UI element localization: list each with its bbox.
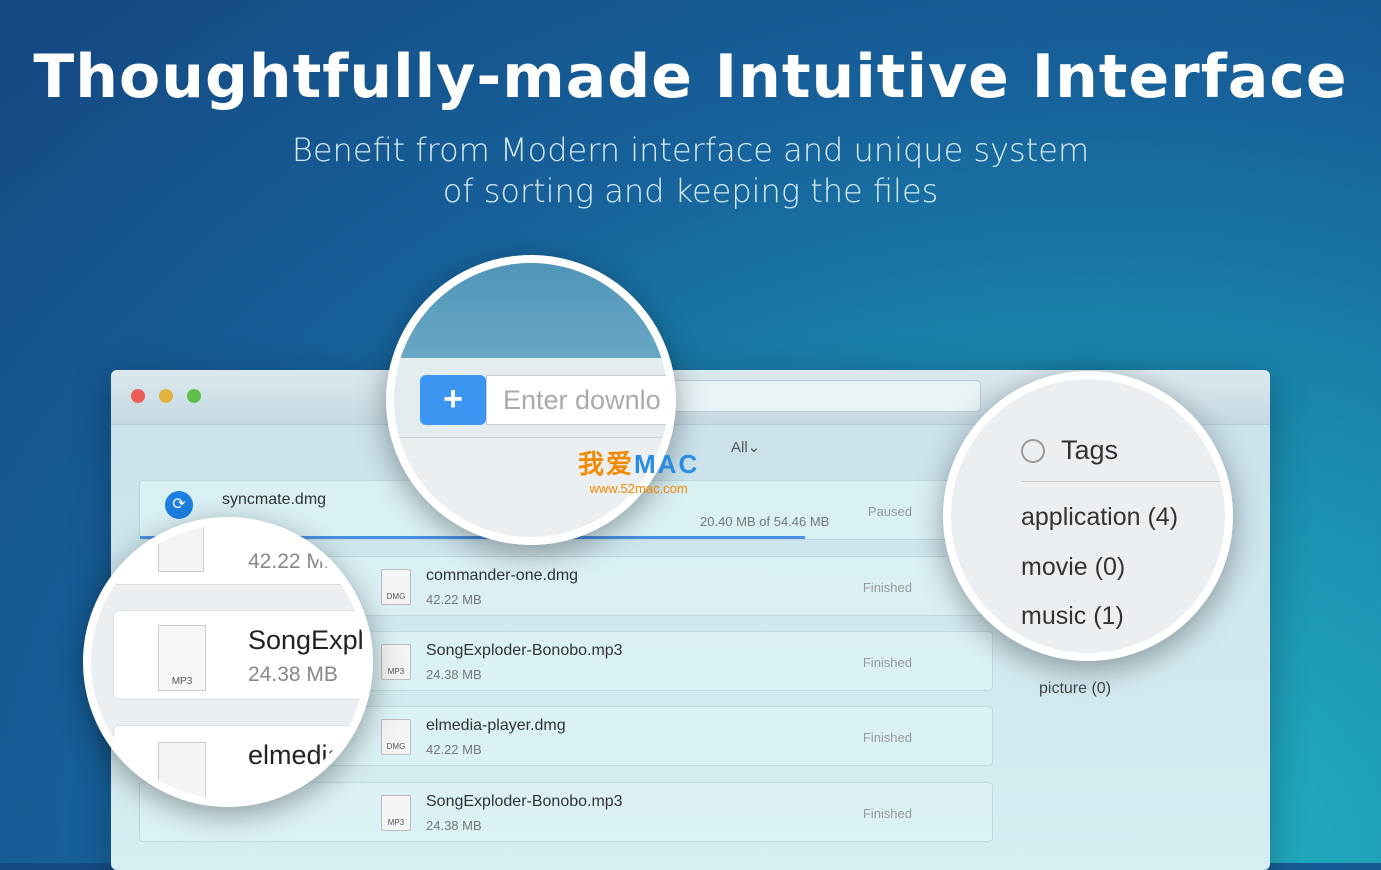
tag-item-application[interactable]: application (4) bbox=[1021, 503, 1179, 531]
file-name: SongExploder-Bonobo.mp3 bbox=[426, 793, 623, 810]
status: Paused bbox=[867, 504, 912, 519]
file-size: 20.40 MB of 54.46 MB bbox=[700, 514, 830, 529]
tags-title: Tags bbox=[1061, 435, 1119, 465]
file-name: elmedia-player.dmg bbox=[426, 717, 566, 734]
toggle-icon[interactable] bbox=[1021, 439, 1045, 463]
file-size: 24.38 MB bbox=[426, 818, 482, 833]
watermark-brand-mac: MAC bbox=[634, 449, 700, 479]
magnifier-tags: Tags application (4) movie (0) music (1) bbox=[943, 371, 1233, 661]
tag-item-picture[interactable]: picture (0) bbox=[1039, 680, 1112, 697]
watermark-url: www.52mac.com bbox=[589, 481, 688, 496]
mp3-file-icon: MP3 bbox=[381, 644, 411, 680]
close-button[interactable] bbox=[131, 389, 145, 403]
magnifier-toolbar: + Enter downlo bbox=[386, 255, 676, 545]
subheadline: Benefit from Modern interface and unique… bbox=[0, 130, 1381, 212]
dmg-file-icon: DMG bbox=[381, 719, 411, 755]
mp3-file-icon: MP3 bbox=[381, 795, 411, 831]
dmg-file-icon: DMG bbox=[381, 569, 411, 605]
mp3-file-icon: MP3 bbox=[158, 625, 206, 691]
file-size: 42.22 MB bbox=[426, 742, 482, 757]
dmg-file-icon bbox=[158, 742, 206, 799]
divider bbox=[1021, 481, 1225, 482]
add-download-button[interactable]: + bbox=[420, 375, 486, 425]
watermark: 我爱MAC www.52mac.com bbox=[578, 444, 699, 496]
file-size: 24.38 MB bbox=[248, 663, 338, 686]
download-url-input[interactable]: Enter downlo bbox=[486, 375, 668, 425]
minimize-button[interactable] bbox=[159, 389, 173, 403]
file-name: commander-one.dmg bbox=[426, 567, 579, 584]
tag-item-music[interactable]: music (1) bbox=[1021, 602, 1124, 630]
subheadline-line-1: Benefit from Modern interface and unique… bbox=[291, 131, 1090, 169]
dmg-file-icon bbox=[158, 525, 204, 572]
status: Finished bbox=[862, 655, 912, 670]
file-name: SongExploder-Bonobo.mp3 bbox=[426, 642, 623, 659]
filter-label: All bbox=[731, 439, 748, 456]
status: Finished bbox=[862, 580, 912, 595]
file-size: 24.38 MB bbox=[426, 667, 482, 682]
file-name: SongExploder-Bonobo.mp3 bbox=[248, 625, 365, 655]
file-name: elmedia-player.dmg bbox=[248, 740, 367, 770]
magnifier-files: 42.22 MB MP3 SongExploder-Bonobo.mp3 24.… bbox=[83, 517, 373, 807]
status: Finished bbox=[862, 806, 912, 821]
status: Finished bbox=[862, 730, 912, 745]
sync-icon: ⟳ bbox=[165, 491, 193, 519]
file-size: 42.22 MB bbox=[248, 550, 338, 573]
watermark-brand: 我爱 bbox=[578, 449, 635, 479]
zoom-button[interactable] bbox=[187, 389, 201, 403]
chevron-down-icon: ⌄ bbox=[747, 439, 761, 456]
file-name: syncmate.dmg bbox=[222, 491, 327, 508]
progress-bar bbox=[140, 536, 805, 539]
headline: Thoughtfully-made Intuitive Interface bbox=[33, 42, 1348, 112]
filter-dropdown[interactable]: All⌄ bbox=[731, 438, 760, 456]
tag-item-movie[interactable]: movie (0) bbox=[1021, 553, 1126, 581]
subheadline-line-2: of sorting and keeping the files bbox=[442, 172, 939, 210]
file-size: 42.22 MB bbox=[426, 592, 482, 607]
